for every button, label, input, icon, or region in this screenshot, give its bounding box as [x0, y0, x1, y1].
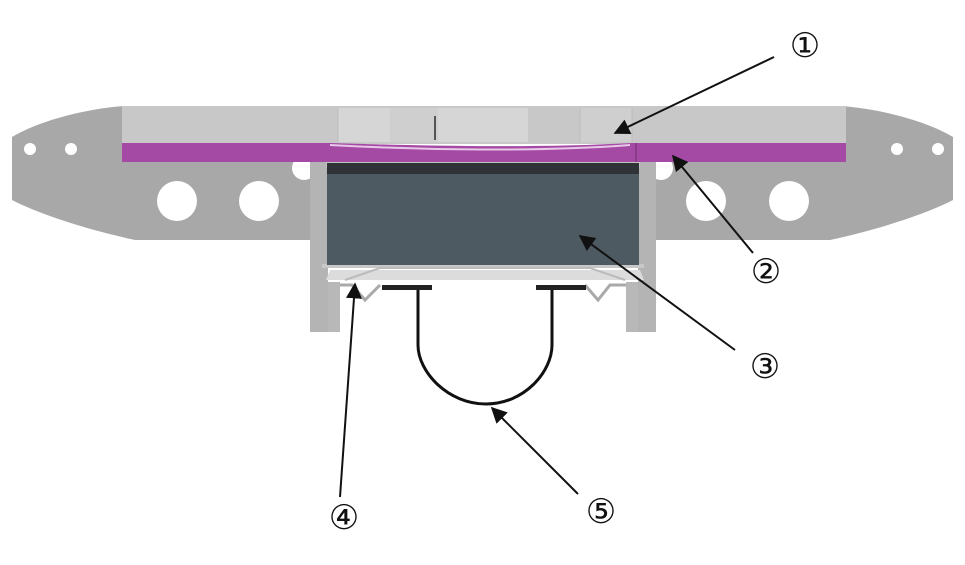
leader-1: [613, 56, 775, 135]
leader-5: [490, 406, 579, 495]
callout-labels: ① ② ③ ④ ⑤: [329, 26, 820, 538]
callout-3: ③: [750, 347, 780, 387]
left-lightening-hole-1: [157, 181, 197, 221]
u-cable: [416, 290, 554, 406]
callout-1: ①: [790, 26, 820, 66]
callout-4: ④: [329, 498, 359, 538]
leader-lines: [339, 56, 775, 498]
right-bolt-hole-1: [891, 143, 903, 155]
leader-3: [578, 235, 736, 351]
right-bolt-hole-2: [932, 143, 944, 155]
callout-5: ⑤: [586, 492, 616, 532]
callout-2: ②: [751, 252, 781, 292]
top-plate: [122, 106, 846, 144]
leader-2: [671, 154, 754, 254]
leader-4: [339, 282, 362, 498]
seat-tray: [326, 267, 644, 332]
right-lightening-hole-2: [769, 181, 809, 221]
left-clamp: [382, 285, 432, 290]
membrane-strip: [122, 143, 846, 162]
right-clamp: [536, 285, 586, 290]
right-lightening-hole-1: [686, 181, 726, 221]
left-bolt-hole-1: [24, 143, 36, 155]
left-lightening-hole-2: [239, 181, 279, 221]
core-block: [327, 163, 639, 265]
left-bolt-hole-2: [65, 143, 77, 155]
cable-assembly: [382, 285, 586, 406]
